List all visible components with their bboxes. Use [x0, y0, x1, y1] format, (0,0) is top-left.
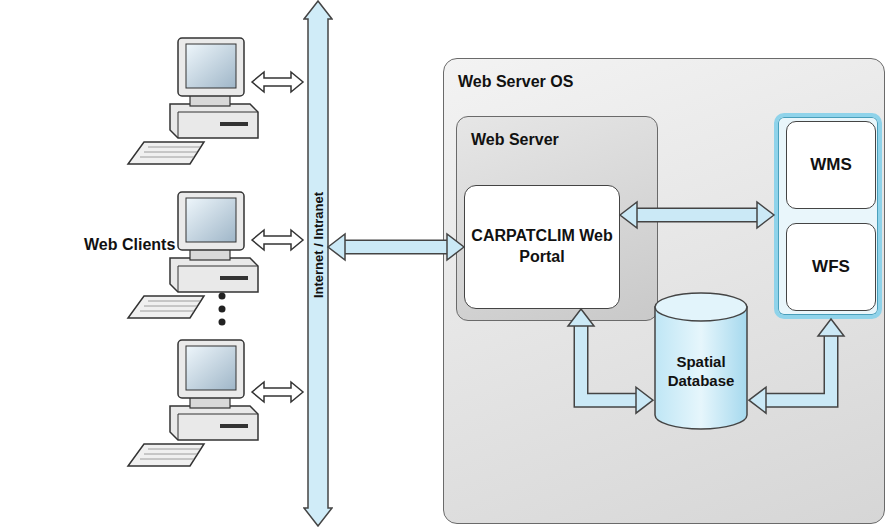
service-box: WFS [786, 223, 876, 311]
arrow-head [818, 319, 844, 336]
double-arrow-connector [620, 202, 774, 228]
cylinder-top [655, 293, 747, 321]
arrow-outline [344, 240, 448, 255]
arrow-fill [765, 335, 831, 400]
arrow-fill [581, 325, 637, 400]
box-title: Web Server [471, 131, 559, 149]
database-name: Spatial Database [657, 353, 745, 391]
box-title: Web Server OS [458, 73, 573, 91]
arrow-head [636, 387, 653, 413]
arrow-fill [344, 241, 448, 253]
arrow-outline [581, 325, 637, 400]
bus-arrow-outline [304, 1, 332, 526]
service-name: WFS [812, 257, 850, 277]
portal-name: CARPATCLIM Web Portal [471, 226, 613, 268]
arrow-outline [765, 335, 831, 400]
group-label: Web Clients [84, 236, 175, 254]
network-bus-arrow: Internet / Intranet [303, 0, 333, 527]
arrow-head [447, 234, 464, 260]
double-arrow-connector [568, 309, 653, 413]
service-name: WMS [810, 155, 852, 175]
service-box: WMS [786, 121, 876, 209]
arrow-head [568, 309, 594, 326]
double-arrow-connector [328, 234, 464, 260]
database-cylinder: Spatial Database [653, 291, 749, 431]
portal-box: CARPATCLIM Web Portal [464, 185, 620, 309]
arrow-head [749, 387, 766, 413]
arrow-head [620, 202, 637, 228]
server-os-box: Web Server OS Web ServerCARPATCLIM Web Po… [443, 58, 885, 524]
arrow-outline [636, 208, 758, 223]
arrow-head [757, 202, 774, 228]
double-arrow-connector [749, 319, 844, 413]
network-label: Internet / Intranet [311, 192, 326, 298]
arrow-fill [636, 209, 758, 221]
arrow-head [328, 234, 345, 260]
cylinder-body [655, 307, 747, 429]
